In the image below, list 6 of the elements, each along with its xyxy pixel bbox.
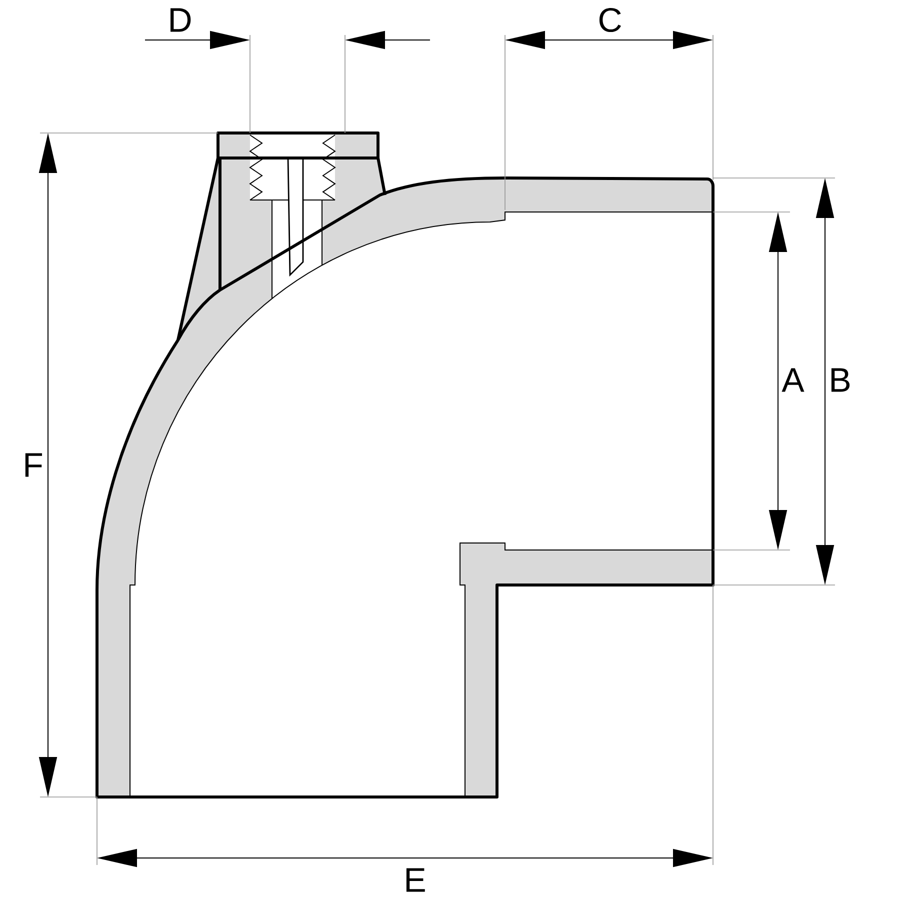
- dimension-label: F: [25, 453, 42, 477]
- dimension-label: A: [782, 368, 804, 392]
- dimension-label: E: [406, 868, 425, 892]
- dimension-label: D: [170, 8, 191, 32]
- dimension-label: B: [831, 368, 850, 392]
- dimension-label: C: [599, 8, 621, 32]
